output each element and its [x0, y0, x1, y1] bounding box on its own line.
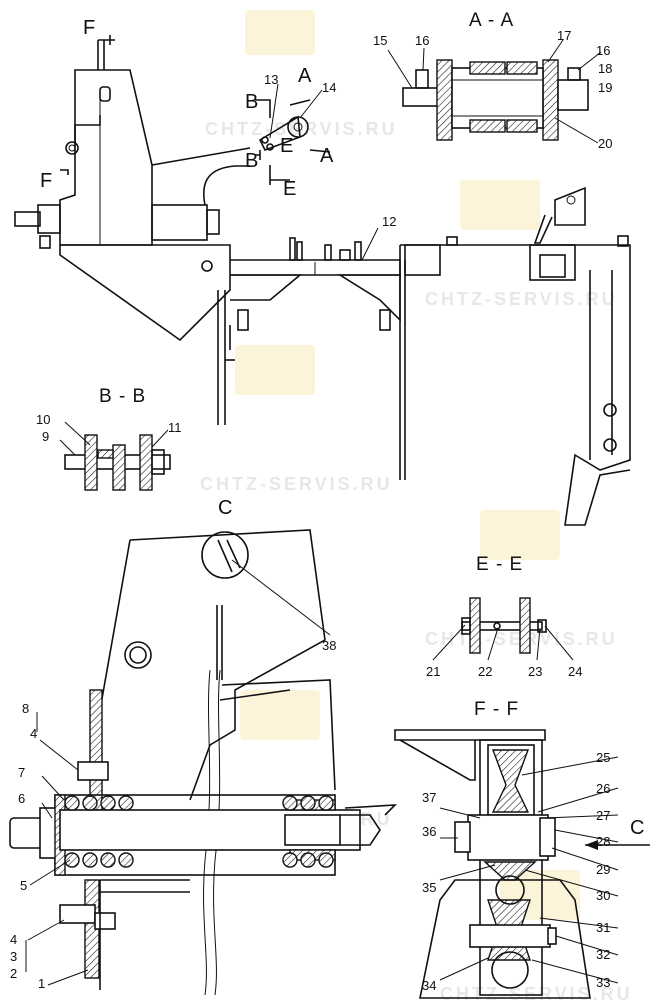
callout-12: 12 [382, 214, 396, 229]
callout-27: 27 [596, 808, 610, 823]
callout-29: 29 [596, 862, 610, 877]
watermark-text: CHTZ-SERVIS.RU [200, 474, 393, 494]
section-title-e-e: E - E [476, 554, 523, 575]
section-title-b-b: B - B [99, 386, 146, 407]
callout-30: 30 [596, 888, 610, 903]
callout-6: 6 [18, 791, 25, 806]
callout-26: 26 [596, 781, 610, 796]
callout-4: 4 [10, 932, 17, 947]
spring-coils [64, 795, 334, 868]
callout-32: 32 [596, 947, 610, 962]
main-view [14, 35, 631, 526]
callout-21: 21 [426, 664, 440, 679]
callout-35: 35 [422, 880, 436, 895]
callout-5: 5 [20, 878, 27, 893]
cut-letter-f: F [40, 170, 52, 192]
callout-23: 23 [528, 664, 542, 679]
detail-c [9, 529, 398, 996]
callout-10: 10 [36, 412, 50, 427]
section-title-a-a: A - A [469, 10, 514, 31]
callout-15: 15 [373, 33, 387, 48]
callout-13: 13 [264, 72, 278, 87]
cut-letter-c: C [630, 817, 644, 839]
callout-1: 1 [38, 976, 45, 991]
callout-2: 2 [10, 966, 17, 981]
cut-letter-b: B [245, 150, 258, 172]
callout-37: 37 [422, 790, 436, 805]
callout-36: 36 [422, 824, 436, 839]
cut-letter-e: E [283, 178, 296, 200]
watermark-logo [235, 10, 580, 920]
watermark-text: CHTZ-SERVIS.RU [425, 289, 618, 309]
callout-16: 16 [415, 33, 429, 48]
callout-24: 24 [568, 664, 582, 679]
callout-34: 34 [422, 978, 436, 993]
callout-28: 28 [596, 834, 610, 849]
callout-14: 14 [322, 80, 336, 95]
cut-letter-e: E [280, 135, 293, 157]
callout-31: 31 [596, 920, 610, 935]
callout-4: 4 [30, 726, 37, 741]
callout-25: 25 [596, 750, 610, 765]
cut-letter-a: A [298, 65, 312, 87]
section-e-e [461, 597, 547, 654]
callout-20: 20 [598, 136, 612, 151]
section-a-a [402, 59, 589, 141]
callouts: 1 2 3 4 4 5 6 7 8 9 10 11 12 13 14 15 16… [10, 28, 612, 993]
cut-letter-f: F [83, 17, 95, 39]
section-title-c: C [218, 497, 232, 519]
callout-17: 17 [557, 28, 571, 43]
callout-33: 33 [596, 975, 610, 990]
watermark-text: CHTZ-SERVIS.RU [440, 984, 633, 1000]
cut-letter-b: B [245, 91, 258, 113]
callout-16: 16 [596, 43, 610, 58]
callout-3: 3 [10, 949, 17, 964]
leader-lines [25, 39, 619, 986]
callout-22: 22 [478, 664, 492, 679]
callout-38: 38 [322, 638, 336, 653]
cut-letter-a: A [320, 145, 334, 167]
callout-11: 11 [168, 420, 182, 435]
callout-9: 9 [42, 429, 49, 444]
section-title-f-f: F - F [474, 699, 519, 720]
callout-7: 7 [18, 765, 25, 780]
callout-8: 8 [22, 701, 29, 716]
callout-19: 19 [598, 80, 612, 95]
callout-18: 18 [598, 61, 612, 76]
section-f-f [394, 729, 650, 999]
section-b-b [64, 434, 171, 491]
